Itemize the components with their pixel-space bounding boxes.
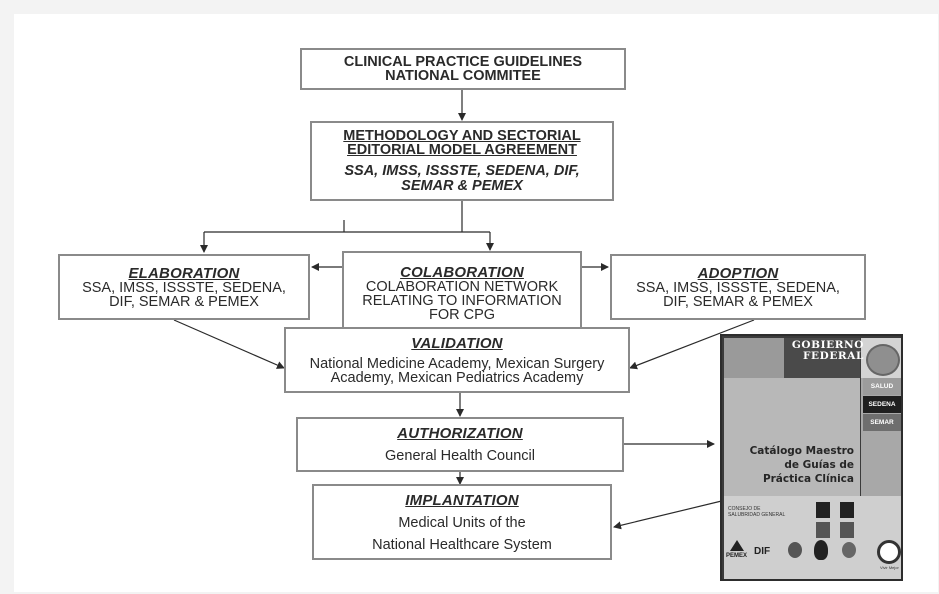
sedena-emblem-icon	[814, 540, 828, 560]
cover-tab-semar: SEMAR	[863, 414, 901, 431]
node-methodology: METHODOLOGY AND SECTORIAL EDITORIAL MODE…	[310, 121, 614, 201]
connector-layer	[173, 90, 755, 530]
cover-panel	[724, 378, 860, 496]
cover-tab-salud: SALUD	[863, 378, 901, 395]
cover-tab-sedena: SEDENA	[863, 396, 901, 413]
node-implantation: IMPLANTATION Medical Units of the Nation…	[312, 484, 612, 560]
authorization-title: AUTHORIZATION	[397, 425, 523, 442]
eagle-seal-icon	[866, 344, 900, 376]
pemex-logo-icon	[730, 540, 744, 551]
methodology-body-line1: SSA, IMSS, ISSSTE, SEDENA, DIF,	[344, 162, 580, 179]
node-validation: VALIDATION National Medicine Academy, Me…	[284, 327, 630, 393]
node-committee: CLINICAL PRACTICE GUIDELINES NATIONAL CO…	[300, 48, 626, 90]
cover-gobierno-line1: GOBIERNO	[791, 339, 864, 351]
sedena-logo-icon	[816, 522, 830, 538]
semar-logo-icon	[840, 522, 854, 538]
collaboration-body-line2: RELATING TO INFORMATION	[362, 292, 562, 309]
implantation-body-line2: National Healthcare System	[372, 536, 552, 553]
imss-logo-icon	[816, 502, 830, 518]
committee-line2: NATIONAL COMMITEE	[385, 68, 541, 84]
implantation-body-line1: Medical Units of the	[398, 514, 526, 531]
validation-body-line2: Academy, Mexican Pediatrics Academy	[330, 369, 584, 386]
node-authorization: AUTHORIZATION General Health Council	[296, 417, 624, 472]
semar-emblem-icon	[842, 542, 856, 558]
cover-dif-label: DIF	[754, 546, 771, 557]
methodology-title-line2: EDITORIAL MODEL AGREEMENT	[347, 141, 577, 158]
cover-vivir-mejor-label: Vivir Mejor	[880, 565, 899, 570]
cover-title-line1: Catálogo Maestro	[749, 445, 854, 457]
vivir-mejor-logo-icon	[877, 540, 901, 564]
cover-panel	[724, 338, 784, 378]
adoption-title: ADOPTION	[697, 264, 779, 282]
cover-council-line2: SALUBRIDAD GENERAL	[728, 512, 786, 518]
cover-council-label: CONSEJO DE SALUBRIDAD GENERAL	[728, 506, 785, 518]
node-adoption: ADOPTION SSA, IMSS, ISSSTE, SEDENA, DIF,…	[610, 254, 866, 320]
methodology-body-line2: SEMAR & PEMEX	[401, 177, 523, 194]
collaboration-body-line1: COLABORATION NETWORK	[365, 278, 559, 295]
node-elaboration: ELABORATION SSA, IMSS, ISSSTE, SEDENA, D…	[58, 254, 310, 320]
moon-logo-icon	[788, 542, 802, 558]
authorization-body: General Health Council	[385, 448, 535, 464]
cover-pemex-label: PEMEX	[726, 553, 748, 559]
collaboration-body-line3: FOR CPG	[428, 306, 496, 323]
arrow-elaboration-validation	[173, 319, 285, 369]
cover-panel	[724, 496, 901, 579]
issste-logo-icon	[840, 502, 854, 518]
cover-council-line1: CONSEJO DE	[728, 506, 761, 512]
cover-catalog-title: Catálogo Maestro de Guías de Práctica Cl…	[732, 444, 854, 486]
committee-line1: CLINICAL PRACTICE GUIDELINES	[343, 54, 583, 70]
elaboration-title: ELABORATION	[128, 264, 240, 282]
cover-title-line3: Práctica Clínica	[762, 473, 854, 485]
arrow-adoption-validation	[629, 319, 755, 370]
arrow-cover-implantation	[613, 497, 735, 530]
validation-title: VALIDATION	[411, 334, 503, 352]
implantation-title: IMPLANTATION	[405, 491, 519, 509]
methodology-title-line1: METHODOLOGY AND SECTORIAL	[343, 127, 581, 144]
cover-gobierno-federal: GOBIERNO FEDERAL	[790, 340, 864, 362]
elaboration-body-line2: DIF, SEMAR & PEMEX	[109, 293, 259, 310]
cover-panel	[784, 338, 860, 378]
collaboration-title: COLABORATION	[400, 263, 524, 281]
adoption-body-line1: SSA, IMSS, ISSSTE, SEDENA,	[636, 279, 840, 296]
validation-body-line1: National Medicine Academy, Mexican Surge…	[309, 355, 605, 372]
elaboration-body-line1: SSA, IMSS, ISSSTE, SEDENA,	[82, 279, 286, 296]
cover-gobierno-line2: FEDERAL	[802, 350, 864, 362]
cover-title-line2: de Guías de	[784, 459, 854, 471]
catalog-cover-image: GOBIERNO FEDERAL SALUD SEDENA SEMAR Catá…	[720, 334, 903, 581]
node-collaboration: COLABORATION COLABORATION NETWORK RELATI…	[342, 251, 582, 335]
adoption-body-line2: DIF, SEMAR & PEMEX	[663, 293, 813, 310]
diagram-canvas: CLINICAL PRACTICE GUIDELINES NATIONAL CO…	[14, 14, 938, 592]
